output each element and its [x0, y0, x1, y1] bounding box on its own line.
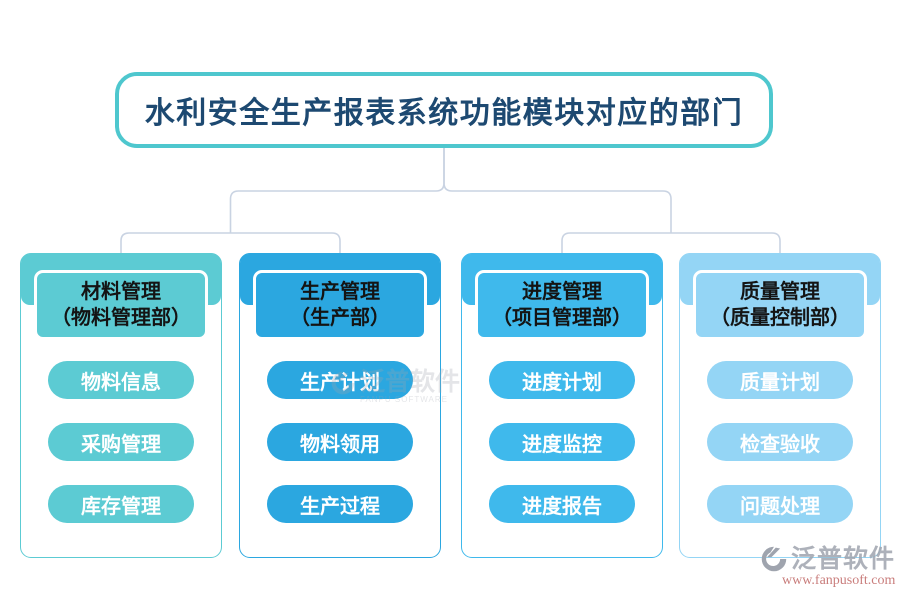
- module-pill-quality-plan: 质量计划: [707, 361, 853, 399]
- module-pill-progress-plan: 进度计划: [489, 361, 635, 399]
- module-pill-label: 质量计划: [740, 371, 820, 394]
- module-pill-label: 物料信息: [81, 371, 161, 394]
- column-card-production: 生产管理 （生产部） 生产计划 物料领用 生产过程: [239, 253, 441, 558]
- module-pill-purchase-mgmt: 采购管理: [48, 423, 194, 461]
- column-card-progress: 进度管理 （项目管理部） 进度计划 进度监控 进度报告: [461, 253, 663, 558]
- module-pill-label: 采购管理: [81, 433, 161, 456]
- module-pill-label: 进度监控: [522, 433, 602, 456]
- module-pill-label: 进度计划: [522, 371, 602, 394]
- module-pill-production-plan: 生产计划: [267, 361, 413, 399]
- column-card-material: 材料管理 （物料管理部） 物料信息 采购管理 库存管理: [20, 253, 222, 558]
- module-pill-material-info: 物料信息: [48, 361, 194, 399]
- module-pill-label: 生产过程: [300, 495, 380, 518]
- column-department: （项目管理部）: [492, 307, 632, 329]
- module-pill-material-requisition: 物料领用: [267, 423, 413, 461]
- module-pill-label: 库存管理: [81, 495, 161, 518]
- column-card-quality: 质量管理 （质量控制部） 质量计划 检查验收 问题处理: [679, 253, 881, 558]
- module-pill-label: 生产计划: [300, 371, 380, 394]
- module-pill-progress-report: 进度报告: [489, 485, 635, 523]
- column-department: （生产部）: [290, 307, 390, 329]
- column-header-production: 生产管理 （生产部）: [253, 270, 427, 340]
- column-header-quality: 质量管理 （质量控制部）: [693, 270, 867, 340]
- module-pill-inventory-mgmt: 库存管理: [48, 485, 194, 523]
- module-pill-progress-monitor: 进度监控: [489, 423, 635, 461]
- diagram-title-box: 水利安全生产报表系统功能模块对应的部门: [115, 72, 773, 148]
- module-pill-inspection-acceptance: 检查验收: [707, 423, 853, 461]
- module-pill-production-process: 生产过程: [267, 485, 413, 523]
- column-department: （物料管理部）: [51, 307, 191, 329]
- module-pill-label: 问题处理: [740, 495, 820, 518]
- column-title: 进度管理: [522, 281, 602, 303]
- column-title: 生产管理: [300, 281, 380, 303]
- column-header-progress: 进度管理 （项目管理部）: [475, 270, 649, 340]
- column-header-material: 材料管理 （物料管理部）: [34, 270, 208, 340]
- module-pill-label: 物料领用: [300, 433, 380, 456]
- module-pill-label: 进度报告: [522, 495, 602, 518]
- column-department: （质量控制部）: [710, 307, 850, 329]
- column-title: 材料管理: [81, 281, 161, 303]
- diagram-title: 水利安全生产报表系统功能模块对应的部门: [144, 97, 744, 130]
- module-pill-issue-handling: 问题处理: [707, 485, 853, 523]
- module-pill-label: 检查验收: [740, 433, 820, 456]
- column-title: 质量管理: [740, 281, 820, 303]
